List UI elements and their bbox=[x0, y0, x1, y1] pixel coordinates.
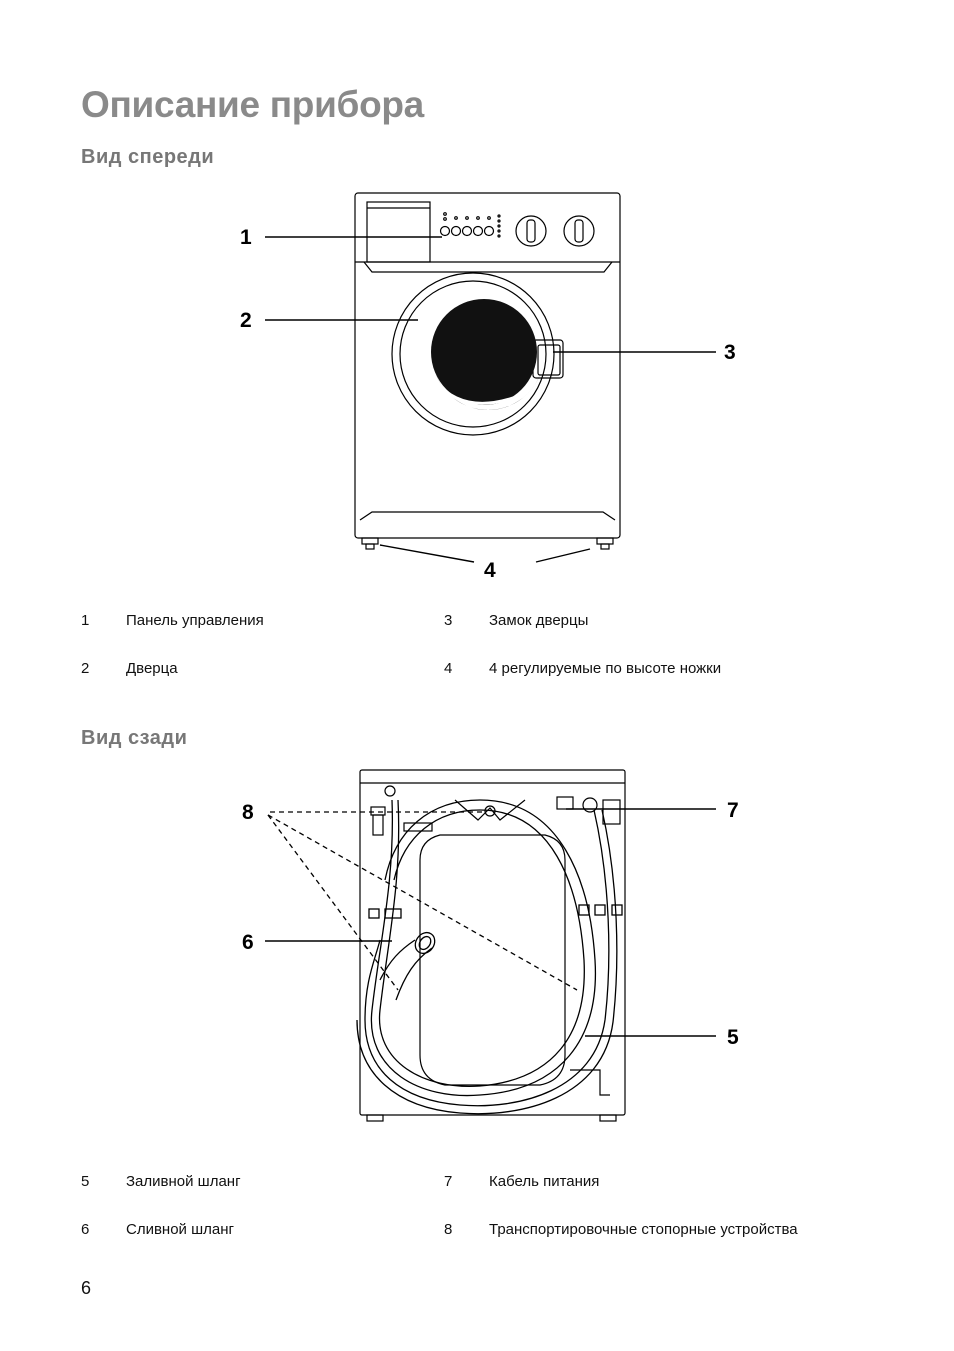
legend-label: Сливной шланг bbox=[126, 1221, 234, 1238]
rear-callout-6: 6 bbox=[242, 931, 254, 954]
legend-number: 5 bbox=[81, 1173, 90, 1190]
legend-label: Замок дверцы bbox=[489, 612, 589, 629]
page-number: 6 bbox=[81, 1278, 92, 1298]
front-view-heading: Вид спереди bbox=[81, 146, 215, 168]
rear-callout-5: 5 bbox=[727, 1026, 739, 1049]
front-callout-2: 2 bbox=[240, 309, 252, 332]
legend-number: 1 bbox=[81, 612, 90, 629]
legend-number: 8 bbox=[444, 1221, 453, 1238]
legend-label: Транспортировочные стопорные устройства bbox=[489, 1221, 798, 1238]
front-callout-3: 3 bbox=[724, 341, 736, 364]
legend-number: 3 bbox=[444, 612, 453, 629]
front-callout-1: 1 bbox=[240, 226, 252, 249]
legend-label: Панель управления bbox=[126, 612, 264, 629]
page-title: Описание прибора bbox=[81, 84, 424, 125]
legend-label: Дверца bbox=[126, 660, 178, 677]
legend-label: Заливной шланг bbox=[126, 1173, 241, 1190]
rear-callout-7: 7 bbox=[727, 799, 739, 822]
rear-callout-8: 8 bbox=[242, 801, 254, 824]
legend-number: 7 bbox=[444, 1173, 453, 1190]
legend-number: 2 bbox=[81, 660, 90, 677]
legend-label: 4 регулируемые по высоте ножки bbox=[489, 660, 722, 677]
front-view-diagram: 1 2 3 4 bbox=[240, 192, 736, 582]
rear-view-heading: Вид сзади bbox=[81, 727, 188, 749]
rear-view-diagram: 8 7 6 5 bbox=[242, 769, 739, 1122]
legend-label: Кабель питания bbox=[489, 1173, 600, 1190]
legend-number: 4 bbox=[444, 660, 453, 677]
front-callout-4: 4 bbox=[484, 559, 496, 582]
legend-number: 6 bbox=[81, 1221, 90, 1238]
